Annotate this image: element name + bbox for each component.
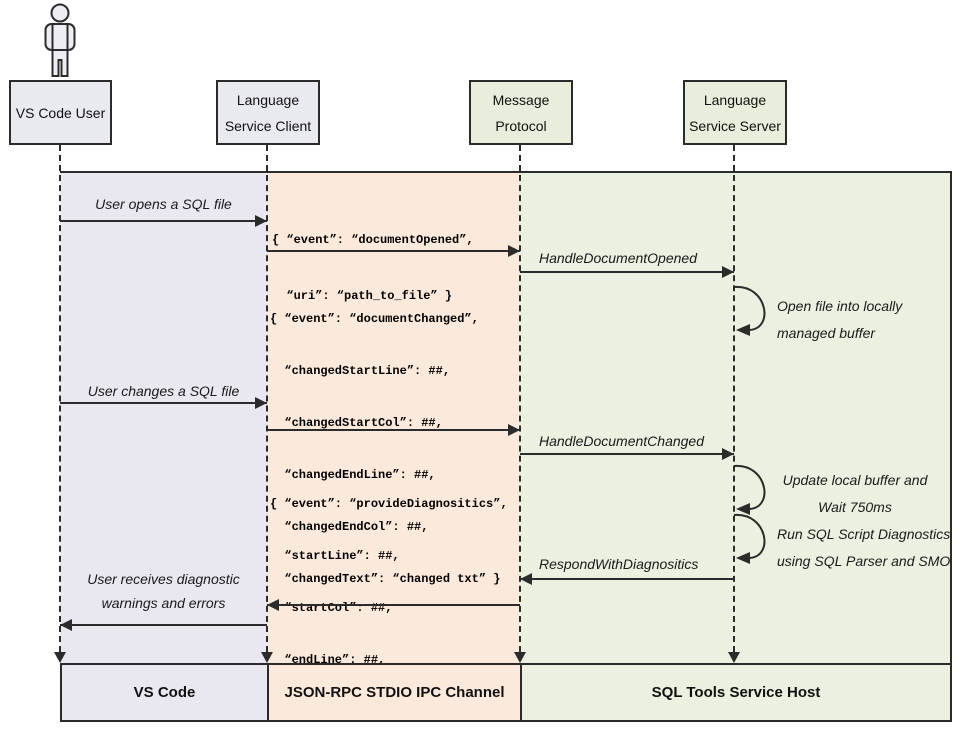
arrow-respond-with-diagnostics [520, 573, 734, 585]
payload-line: “changedStartLine”: ##, [270, 364, 451, 378]
lifeline-end-arrow [261, 652, 273, 663]
payload-document-opened: { “event”: “documentOpened”, “uri”: “pat… [272, 198, 474, 338]
note-open-buffer: Open file into locally managed buffer [777, 293, 902, 347]
actor-label-line1: Language [236, 91, 300, 108]
actor-box-language-service-server: Language Service Server [683, 80, 787, 145]
actor-label-line1: Message [492, 91, 550, 108]
lane-vscode [60, 173, 267, 663]
swimlanes [60, 171, 952, 663]
label-user-opens-file: User opens a SQL file [95, 196, 232, 212]
arrow-handle-document-opened [520, 266, 734, 278]
actor-label-line2: Service Client [224, 117, 312, 134]
arrow-diagnostics-to-user [60, 619, 267, 631]
payload-line: “startCol”: ##, [270, 601, 393, 615]
note-line: managed buffer [777, 325, 876, 341]
self-call-run-diagnostics-icon [733, 513, 766, 564]
arrow-document-opened [267, 245, 520, 257]
actor-box-language-service-client: Language Service Client [216, 80, 320, 145]
payload-line: “uri”: “path_to_file” } [272, 289, 453, 303]
payload-line: “changedText”: “changed txt” } [270, 572, 501, 586]
self-call-update-buffer-icon [733, 464, 766, 515]
payload-line: “changedEndCol”: ##, [270, 520, 429, 534]
payload-line: “changedStartCol”: ##, [270, 416, 443, 430]
note-run-diagnostics: Run SQL Script Diagnostics using SQL Par… [777, 521, 950, 575]
footer-lane-titles: VS Code JSON-RPC STDIO IPC Channel SQL T… [60, 663, 952, 722]
note-line: using SQL Parser and SMO [777, 553, 951, 569]
payload-document-changed: { “event”: “documentChanged”, “changedSt… [270, 279, 500, 619]
actor-label-vscode-user: VS Code User [15, 104, 106, 121]
actor-box-message-protocol: Message Protocol [469, 80, 573, 145]
actor-box-vscode-user: VS Code User [9, 80, 112, 145]
lifeline-end-arrow [54, 652, 66, 663]
lifeline-server [733, 145, 735, 652]
actor-label-line2: Protocol [495, 117, 547, 134]
payload-line: “startLine”: ##, [270, 549, 400, 563]
footer-vscode: VS Code [62, 665, 267, 720]
arrow-diagnostics-to-client [267, 599, 520, 611]
payload-line: { “event”: “documentChanged”, [270, 312, 479, 326]
footer-service-host: SQL Tools Service Host [520, 665, 950, 720]
actor-label-line2: Service Server [689, 117, 781, 134]
label-handle-document-opened: HandleDocumentOpened [539, 250, 697, 266]
lifeline-protocol [519, 145, 521, 652]
label-line: User receives diagnostic [87, 571, 240, 587]
note-update-buffer: Update local buffer and Wait 750ms [770, 467, 940, 521]
payload-line: { “event”: “provideDiagnositics”, [270, 497, 508, 511]
lane-service-host [520, 173, 950, 663]
note-line: Update local buffer and [782, 472, 928, 488]
lane-ipc-channel [267, 173, 520, 663]
arrow-document-changed [267, 424, 520, 436]
arrow-user-changes-file [60, 397, 267, 409]
arrow-handle-document-changed [520, 448, 734, 460]
label-user-receives-diagnostics: User receives diagnostic warnings and er… [60, 567, 267, 615]
footer-ipc-channel: JSON-RPC STDIO IPC Channel [267, 665, 520, 720]
label-respond-with-diagnostics: RespondWithDiagnositics [539, 556, 699, 572]
payload-line: “changedEndLine”: ##, [270, 468, 436, 482]
actor-label-line1: Language [703, 91, 767, 108]
lifeline-end-arrow [728, 652, 740, 663]
payload-line: { “event”: “documentOpened”, [272, 233, 474, 247]
note-line: Run SQL Script Diagnostics [777, 526, 951, 542]
person-icon [44, 3, 76, 77]
lifeline-user [59, 145, 61, 652]
label-handle-document-changed: HandleDocumentChanged [539, 433, 704, 449]
lifeline-client [266, 145, 268, 652]
note-line: Open file into locally [777, 298, 903, 314]
arrow-user-opens-file [60, 215, 267, 227]
label-user-changes-file: User changes a SQL file [87, 383, 240, 399]
note-line: Wait 750ms [818, 499, 892, 515]
lifeline-end-arrow [514, 652, 526, 663]
label-line: warnings and errors [101, 595, 226, 611]
self-call-open-buffer-icon [733, 285, 766, 336]
